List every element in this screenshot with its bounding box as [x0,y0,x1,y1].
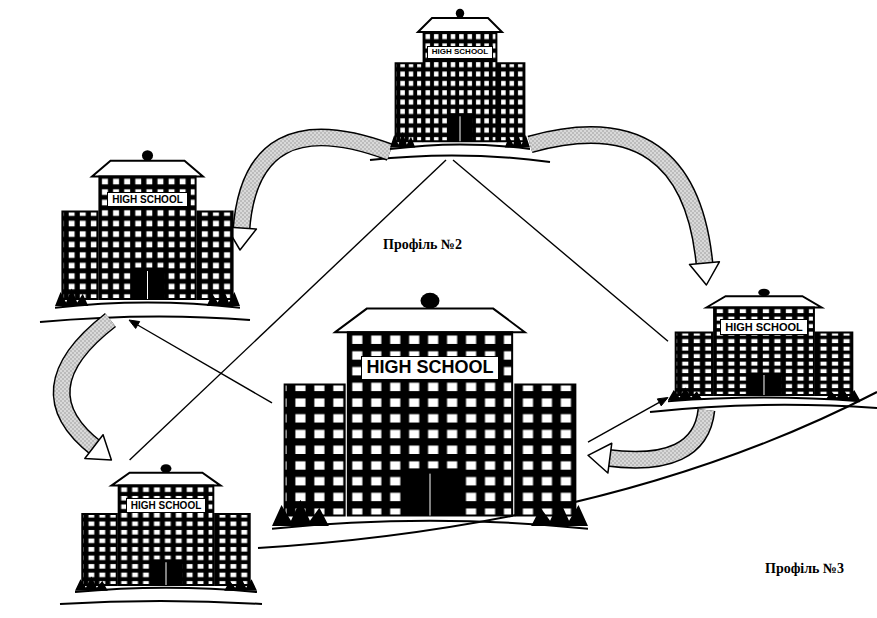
school-building: HIGH SCHOOL [55,145,240,320]
school-building: HIGH SCHOOL [75,460,257,602]
hill-line [60,601,262,604]
cycle-arrow [226,137,390,250]
profile-label: Профіль №2 [380,236,465,254]
link-line [588,402,659,442]
cycle-arrow [588,410,706,473]
band-outline [606,410,707,460]
building-picture [668,285,860,410]
arrow-head [588,443,612,473]
school-sign: HIGH SCHOOL [107,192,188,207]
school-sign: HIGH SCHOOL [126,498,207,513]
link-arrow [129,320,272,403]
building-picture [272,285,588,547]
hill-line [650,405,877,412]
link-arrow [588,398,668,443]
band-outline [62,320,111,449]
band-fill [62,320,111,449]
school-building: HIGH SCHOOL [390,4,530,160]
school-sign: HIGH SCHOOL [720,319,808,335]
band-fill [606,410,707,460]
profile-label: Профіль №3 [762,560,847,578]
building-picture [75,460,257,602]
cycle-arrow [62,320,112,460]
arrow-head [85,435,112,460]
arrow-head [690,262,720,285]
arrow-head [129,320,140,328]
school-building: HIGH SCHOOL [668,285,860,410]
band-outline [241,137,390,232]
cycle-arrow [530,135,719,285]
hill-line [40,316,250,322]
hill-line [370,155,550,162]
building-picture [390,4,530,160]
arrow-head [657,398,668,406]
link-line [138,325,272,403]
band-fill [241,137,390,232]
building-picture [55,145,240,320]
school-sign: HIGH SCHOOL [427,46,493,59]
school-sign: HIGH SCHOOL [361,356,498,380]
school-building: HIGH SCHOOL [272,285,588,547]
